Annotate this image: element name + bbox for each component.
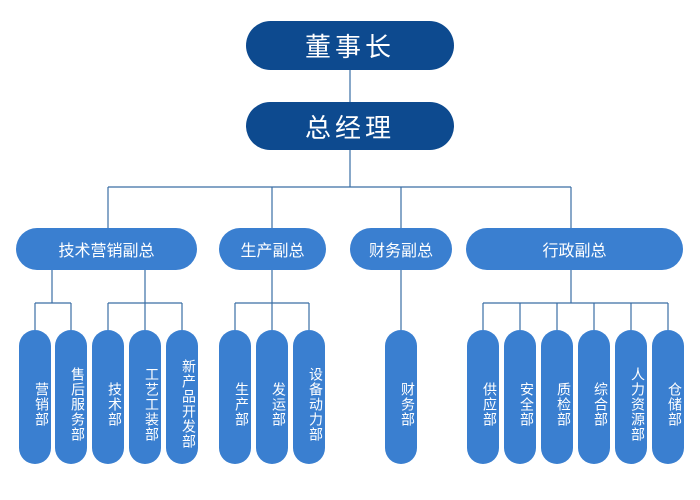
vp-finance-box: 财务副总: [350, 228, 452, 270]
vp-tech-marketing-box: 技术营销副总: [16, 228, 197, 270]
dept-process-tooling: 工艺工装部: [129, 330, 161, 464]
general-manager-box: 总经理: [246, 102, 454, 150]
dept-safety: 安全部: [504, 330, 536, 464]
vp-admin-box: 行政副总: [466, 228, 683, 270]
dept-shipping: 发运部: [256, 330, 288, 464]
dept-human-resources: 人力资源部: [615, 330, 647, 464]
chairman-box: 董事长: [246, 21, 454, 70]
vp-production-box: 生产副总: [219, 228, 326, 270]
dept-quality: 质检部: [541, 330, 573, 464]
dept-finance: 财务部: [385, 330, 417, 464]
dept-warehouse: 仓储部: [652, 330, 684, 464]
dept-supply: 供应部: [467, 330, 499, 464]
dept-equipment-power: 设备动力部: [293, 330, 325, 464]
dept-technology: 技术部: [92, 330, 124, 464]
dept-production: 生产部: [219, 330, 251, 464]
dept-general-affairs: 综合部: [578, 330, 610, 464]
dept-new-product: 新产品开发部: [166, 330, 198, 464]
dept-after-sales: 售后服务部: [55, 330, 87, 464]
dept-marketing: 营销部: [19, 330, 51, 464]
